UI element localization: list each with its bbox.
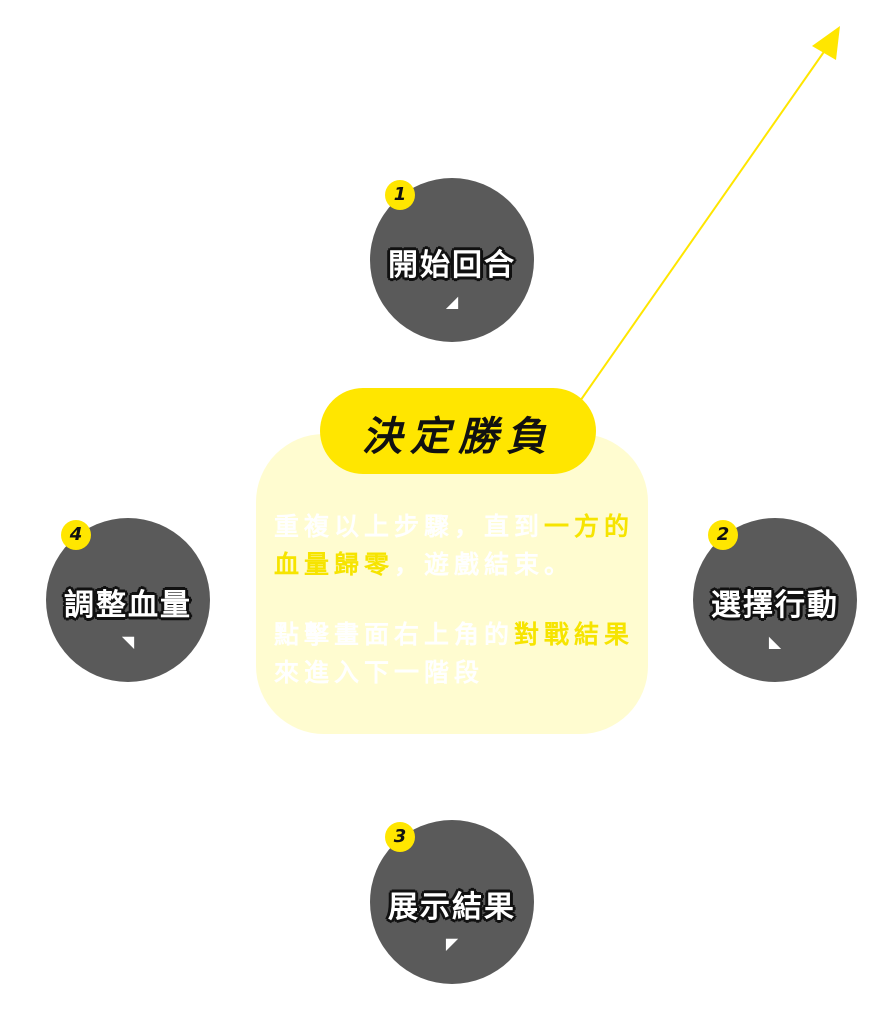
step-label: 展示結果	[388, 890, 516, 925]
info-panel: 重複以上步驟，直到一方的血量歸零，遊戲結束。 點擊畫面右上角的對戰結果來進入下一…	[256, 434, 648, 734]
title-pill: 決定勝負	[320, 388, 596, 474]
step-badge-1: 1	[385, 180, 415, 210]
repeat-instruction: 重複以上步驟，直到一方的血量歸零，遊戲結束。	[274, 508, 640, 584]
repeat-text: 重複以上步驟，直到	[274, 512, 545, 541]
battle-result-highlight: 對戰結果	[514, 620, 635, 649]
corner-arrow-icon: ◤	[445, 934, 459, 953]
next-stage-text: 來進入下一階段	[274, 658, 485, 687]
corner-arrow-icon: ◥	[121, 632, 135, 651]
step-label: 調整血量	[64, 588, 192, 623]
game-end-text: ，遊戲結束。	[394, 550, 575, 579]
diagram-title: 決定勝負	[362, 414, 554, 460]
hp-zero-highlight: 一方的血量歸零	[274, 512, 635, 579]
step-label: 開始回合	[388, 248, 516, 283]
step-label: 選擇行動	[711, 588, 839, 623]
corner-arrow-icon: ◢	[445, 292, 459, 311]
next-stage-instruction: 點擊畫面右上角的對戰結果來進入下一階段	[274, 616, 640, 692]
click-corner-text: 點擊畫面右上角的	[274, 620, 515, 649]
step-badge-3: 3	[385, 822, 415, 852]
step-badge-2: 2	[708, 520, 738, 550]
step-badge-4: 4	[61, 520, 91, 550]
corner-arrow-icon: ◣	[768, 632, 782, 651]
